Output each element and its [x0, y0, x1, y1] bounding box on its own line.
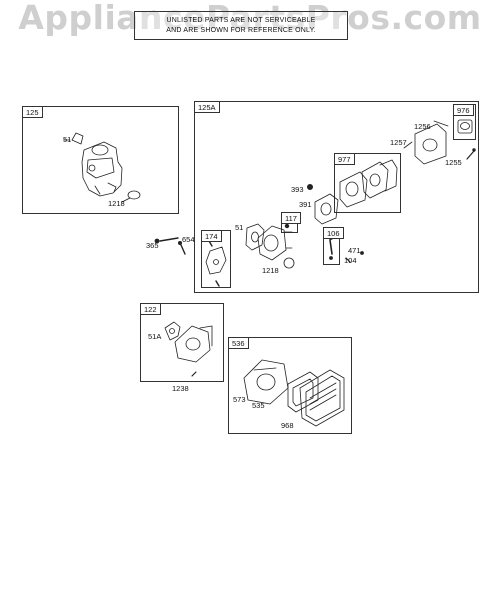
callout-51-carburetor: 51: [63, 135, 72, 144]
screw-1255: [467, 151, 474, 159]
notice-line-2: AND ARE SHOWN FOR REFERENCE ONLY.: [166, 27, 316, 34]
group-label-125a: 125A: [194, 101, 220, 113]
intake-elbow-part: [258, 226, 292, 260]
o-ring-1218-b: [284, 258, 294, 268]
screw-1255-head: [473, 149, 476, 152]
leader-line: [122, 198, 130, 202]
group-box-125: [22, 106, 179, 214]
callout-1218-carburetor: 1218: [108, 199, 125, 208]
screw-1238: [192, 372, 196, 376]
callout-535: 535: [252, 401, 265, 410]
callout-1255: 1255: [445, 158, 462, 167]
carburetor-part: [64, 133, 122, 196]
group-label-536: 536: [228, 337, 249, 349]
callout-391: 391: [299, 200, 312, 209]
governor-174-part: [206, 241, 226, 286]
callout-573: 573: [233, 395, 246, 404]
callout-365: 365: [146, 241, 159, 250]
part-471: [361, 252, 364, 255]
part-104: [346, 258, 350, 262]
adapter-391-part: [315, 194, 338, 224]
group-box-125a: [194, 101, 479, 293]
group-label-106: 106: [323, 227, 344, 239]
callout-1218-intake: 1218: [262, 266, 279, 275]
callout-1256: 1256: [414, 122, 431, 131]
spacer-1257-part: [404, 124, 446, 164]
bolt-654-head: [178, 241, 181, 244]
o-ring-1218-a: [128, 191, 140, 199]
callout-654: 654: [182, 235, 195, 244]
gasket-51a-part: [165, 322, 180, 340]
gasket-976-part: [458, 120, 472, 133]
callout-104: 104: [344, 256, 357, 265]
group-label-125: 125: [22, 106, 43, 118]
air-cleaner-base-536-part: [244, 360, 288, 404]
bolt-365-head: [155, 239, 159, 243]
callout-471: 471: [348, 246, 361, 255]
part-393: [307, 184, 312, 189]
gasket-535-part: [288, 372, 318, 412]
group-box-536: [228, 337, 352, 434]
group-label-122: 122: [140, 303, 161, 315]
bolt-654: [181, 245, 185, 254]
part-117-pin: [285, 224, 289, 228]
intake-gasket-51-part: [246, 224, 264, 250]
callout-1238: 1238: [172, 384, 189, 393]
callout-968: 968: [281, 421, 294, 430]
watermark-text: AppliancePartsPros.com: [18, 0, 482, 37]
group-box-977: [334, 153, 401, 213]
callout-51a: 51A: [148, 332, 162, 341]
callout-393: 393: [291, 185, 304, 194]
group-label-976: 976: [453, 104, 474, 116]
group-label-117: 117: [281, 212, 301, 224]
reference-notice: UNLISTED PARTS ARE NOT SERVICEABLE AND A…: [134, 11, 348, 40]
notice-line-1: UNLISTED PARTS ARE NOT SERVICEABLE: [166, 17, 316, 24]
filter-968-part: [300, 370, 344, 426]
group-label-977: 977: [334, 153, 355, 165]
callout-51-intake: 51: [235, 223, 244, 232]
callout-1257: 1257: [390, 138, 407, 147]
gasket-kit-977-part: [340, 160, 397, 207]
pin-106-part: [330, 237, 333, 260]
group-label-174: 174: [201, 230, 222, 242]
leader-line: [434, 121, 448, 126]
group-box-122: [140, 303, 224, 382]
filter-base-122-part: [175, 326, 212, 362]
bolt-365: [160, 238, 178, 241]
